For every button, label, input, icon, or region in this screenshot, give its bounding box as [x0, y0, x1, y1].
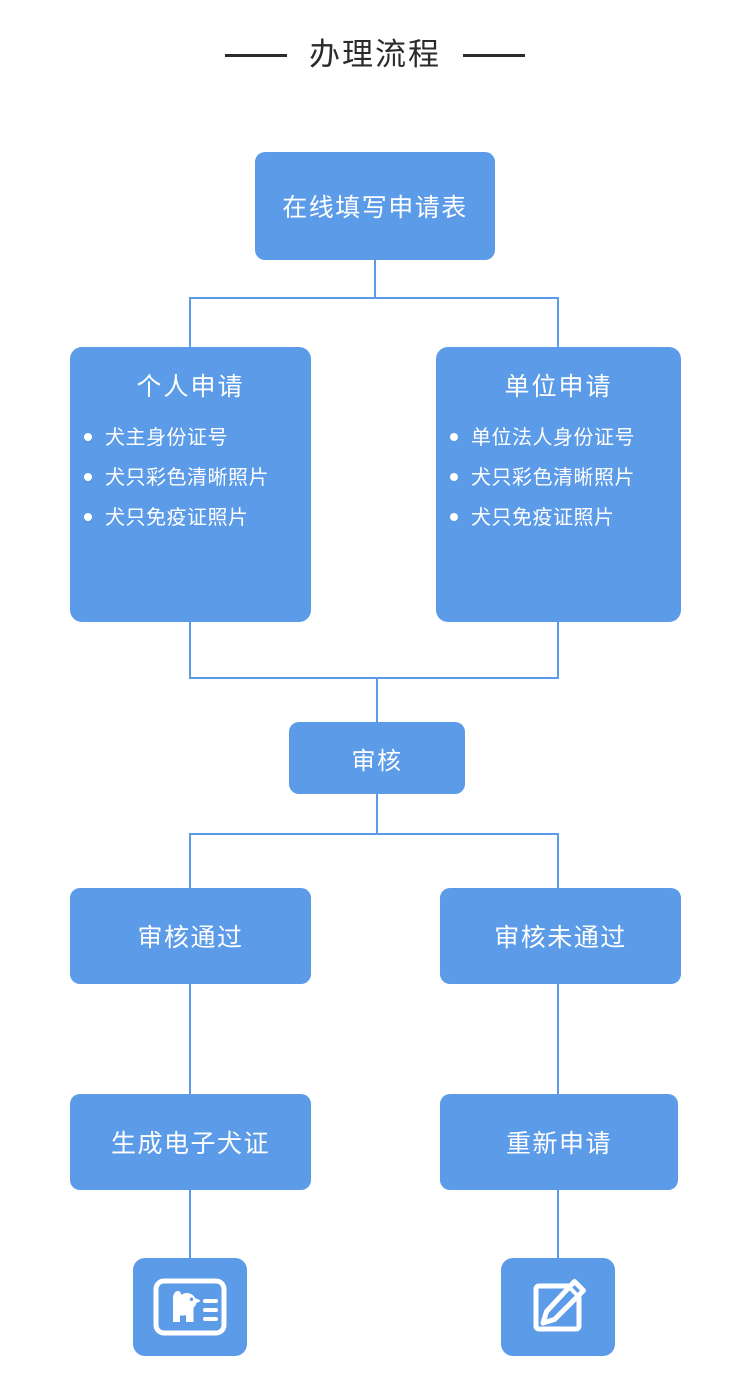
connector-approved-to-cert [189, 983, 191, 1095]
title-rule-left [225, 54, 287, 57]
page-title-row: 办理流程 [0, 40, 750, 71]
list-item: 单位法人身份证号 [450, 425, 681, 449]
edit-pencil-icon [533, 1279, 586, 1332]
dog-license-card-icon-tile [133, 1258, 247, 1356]
connector-reapply-to-icon [557, 1189, 559, 1259]
personal-application-title: 个人申请 [136, 372, 245, 401]
personal-application-requirements: 犬主身份证号 犬只彩色清晰照片 犬只免疫证照片 [70, 425, 311, 529]
bullet-icon [84, 512, 92, 521]
title-rule-right [463, 54, 525, 57]
connector-start-down [374, 260, 376, 298]
list-item: 犬只彩色清晰照片 [84, 465, 311, 489]
node-unit-application[interactable]: 单位申请 单位法人身份证号 犬只彩色清晰照片 犬只免疫证照片 [436, 347, 681, 622]
connector-split-left-drop [189, 297, 191, 349]
connector-review-down [376, 793, 378, 834]
connector-merge-right-rise [557, 620, 559, 678]
node-personal-application[interactable]: 个人申请 犬主身份证号 犬只彩色清晰照片 犬只免疫证照片 [70, 347, 311, 622]
list-item-label: 犬只彩色清晰照片 [105, 464, 269, 489]
list-item: 犬只免疫证照片 [84, 505, 311, 529]
list-item: 犬只免疫证照片 [450, 505, 681, 529]
connector-cert-to-icon [189, 1189, 191, 1259]
list-item: 犬只彩色清晰照片 [450, 465, 681, 489]
connector-merge-left-rise [189, 620, 191, 678]
connector-split-branches [189, 297, 559, 299]
list-item-label: 单位法人身份证号 [471, 424, 635, 449]
node-online-application-form[interactable]: 在线填写申请表 [255, 152, 495, 260]
node-review-rejected[interactable]: 审核未通过 [440, 888, 681, 984]
bullet-icon [450, 472, 458, 481]
list-item-label: 犬只彩色清晰照片 [471, 464, 635, 489]
node-review[interactable]: 审核 [289, 722, 465, 794]
page-title: 办理流程 [309, 37, 441, 73]
connector-rejected-to-reapply [557, 983, 559, 1095]
list-item-label: 犬只免疫证照片 [105, 504, 249, 529]
node-reapply[interactable]: 重新申请 [440, 1094, 678, 1190]
list-item-label: 犬只免疫证照片 [471, 504, 615, 529]
edit-pencil-icon-tile [501, 1258, 615, 1356]
connector-outcome-right-drop [557, 833, 559, 889]
connector-outcome-left-drop [189, 833, 191, 889]
list-item: 犬主身份证号 [84, 425, 311, 449]
node-review-approved[interactable]: 审核通过 [70, 888, 311, 984]
bullet-icon [450, 512, 458, 521]
dog-license-card-icon [153, 1278, 227, 1336]
unit-application-requirements: 单位法人身份证号 犬只彩色清晰照片 犬只免疫证照片 [436, 425, 681, 529]
list-item-label: 犬主身份证号 [105, 424, 228, 449]
connector-merge-to-review [376, 677, 378, 723]
bullet-icon [84, 432, 92, 441]
bullet-icon [450, 432, 458, 441]
bullet-icon [84, 472, 92, 481]
unit-application-title: 单位申请 [504, 372, 613, 401]
connector-split-outcomes [189, 833, 559, 835]
connector-split-right-drop [557, 297, 559, 349]
node-generate-electronic-dog-license[interactable]: 生成电子犬证 [70, 1094, 311, 1190]
connector-merge-branches [189, 677, 559, 679]
